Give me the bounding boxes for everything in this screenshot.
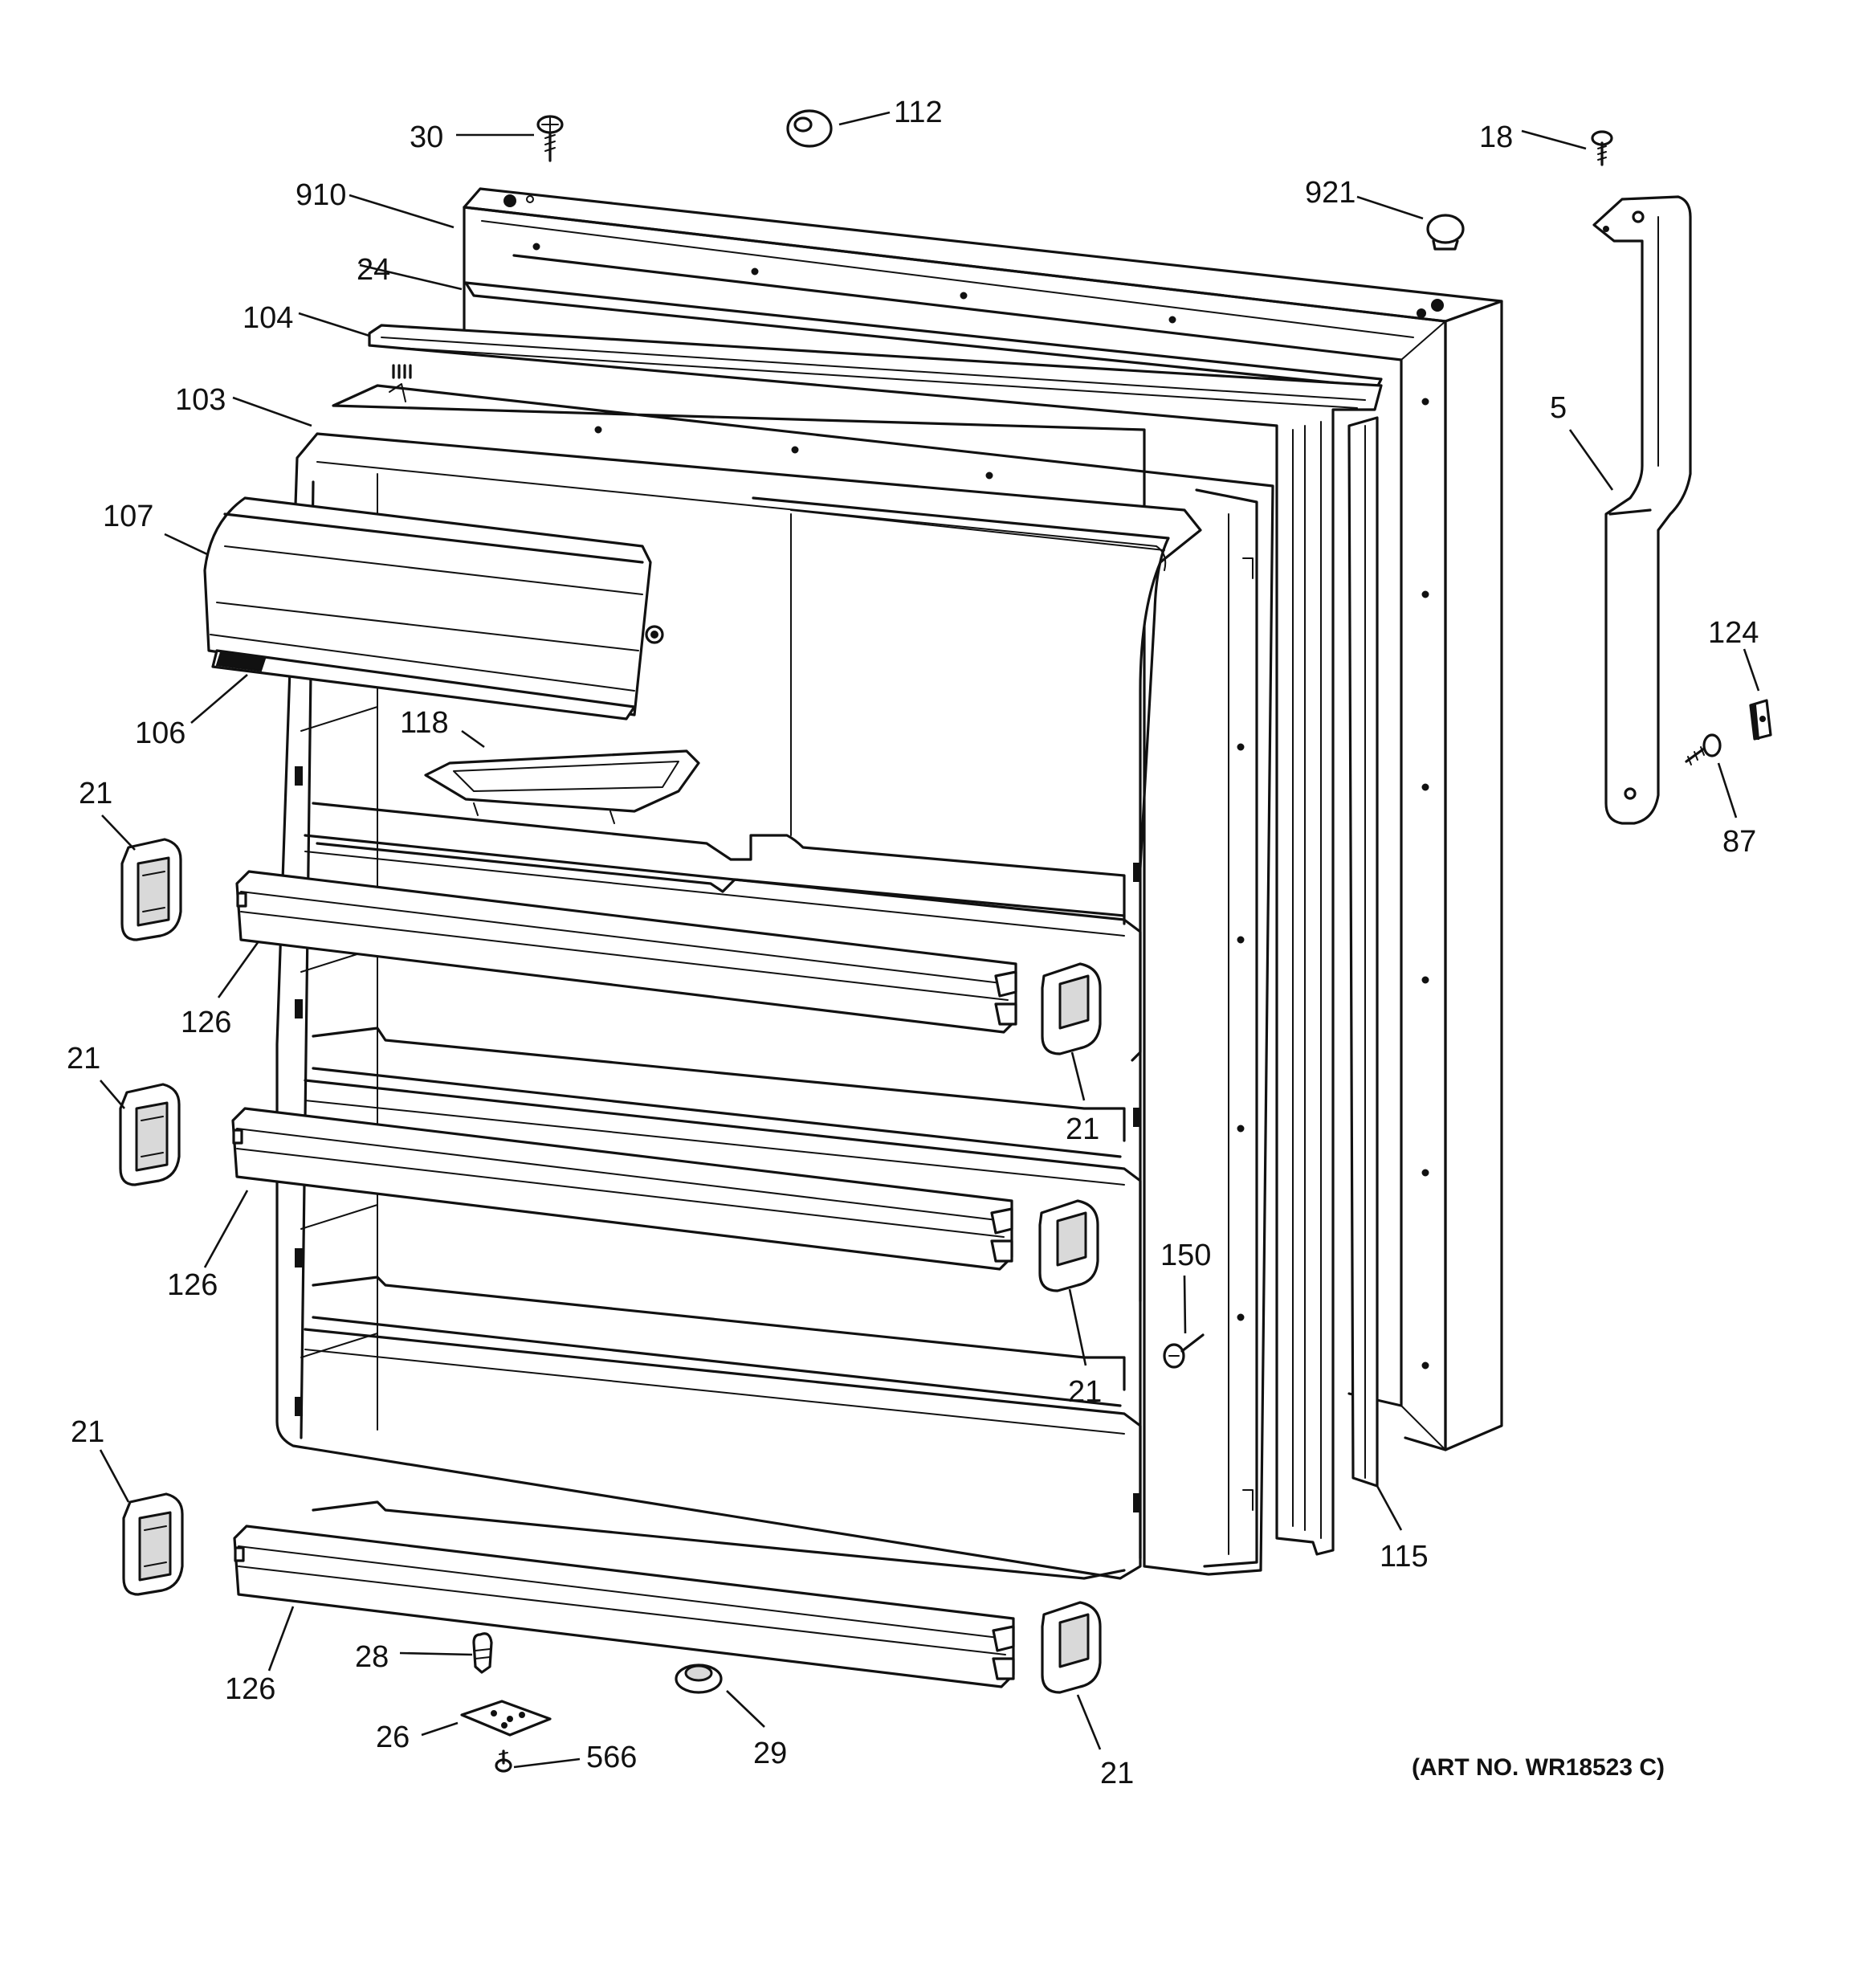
- outer-door-panel: [463, 187, 1503, 1451]
- callout-106: 106: [135, 716, 185, 750]
- callout-21-left-1: 21: [79, 777, 112, 810]
- screw-87: [1685, 733, 1722, 765]
- dairy-compartment-door: [203, 496, 664, 720]
- shelf-bar-middle: [231, 1107, 1013, 1271]
- callout-21-left-3: 21: [71, 1415, 104, 1449]
- plug-921: [1426, 214, 1465, 251]
- door-handle: [1592, 195, 1692, 825]
- leader-lines: [99, 111, 1760, 1769]
- callout-126-upper: 126: [181, 1006, 231, 1039]
- callout-29: 29: [753, 1737, 787, 1770]
- inner-door-body: [275, 432, 1202, 1580]
- plug-112: [786, 109, 833, 148]
- door-seal-strip: [1347, 416, 1379, 1488]
- callout-104: 104: [243, 301, 293, 335]
- callout-910: 910: [296, 178, 346, 212]
- callout-126-middle: 126: [167, 1268, 218, 1302]
- screw-150: [1163, 1333, 1205, 1369]
- callout-115: 115: [1380, 1540, 1429, 1574]
- grommet-29: [675, 1663, 723, 1694]
- callout-labels: 30 112 18 910 921 24 104 103 5 107 124 1…: [67, 96, 1759, 1790]
- art-number: (ART NO. WR18523 C): [1412, 1754, 1665, 1781]
- hinge-plate-26: [460, 1700, 552, 1737]
- bracket-124: [1749, 699, 1772, 741]
- callout-21-right-2: 21: [1068, 1375, 1102, 1409]
- callout-921: 921: [1305, 176, 1355, 210]
- callout-28: 28: [355, 1640, 389, 1674]
- end-cap-right-1: [1041, 962, 1102, 1055]
- shelf-bar-upper: [235, 870, 1017, 1034]
- end-cap-left-1: [120, 838, 182, 941]
- callout-124: 124: [1708, 616, 1759, 650]
- end-cap-left-3: [122, 1492, 184, 1596]
- end-cap-right-3: [1041, 1601, 1102, 1694]
- shelf-bar-lower: [233, 1525, 1015, 1688]
- callout-26: 26: [376, 1721, 410, 1754]
- callout-150: 150: [1160, 1239, 1211, 1272]
- egg-tray: [424, 749, 700, 824]
- pin-28: [472, 1632, 493, 1674]
- callout-87: 87: [1722, 825, 1756, 859]
- callout-103: 103: [175, 383, 226, 417]
- end-cap-left-2: [119, 1083, 181, 1186]
- door-gasket: [368, 324, 1383, 1556]
- screw-18: [1591, 130, 1613, 166]
- callout-566: 566: [586, 1741, 637, 1774]
- callout-112: 112: [894, 96, 943, 129]
- callout-21-left-2: 21: [67, 1042, 100, 1076]
- screw-566: [495, 1749, 512, 1773]
- callout-21-right-3: 21: [1100, 1757, 1134, 1790]
- callout-21-right-1: 21: [1066, 1112, 1099, 1146]
- callout-30: 30: [410, 120, 443, 154]
- callout-118: 118: [400, 706, 449, 740]
- callout-24: 24: [357, 253, 390, 287]
- callout-5: 5: [1550, 391, 1567, 425]
- end-cap-right-2: [1038, 1199, 1099, 1292]
- callout-18: 18: [1479, 120, 1513, 154]
- screw-30: [536, 115, 564, 162]
- callout-107: 107: [103, 500, 153, 533]
- callout-126-lower: 126: [225, 1672, 275, 1706]
